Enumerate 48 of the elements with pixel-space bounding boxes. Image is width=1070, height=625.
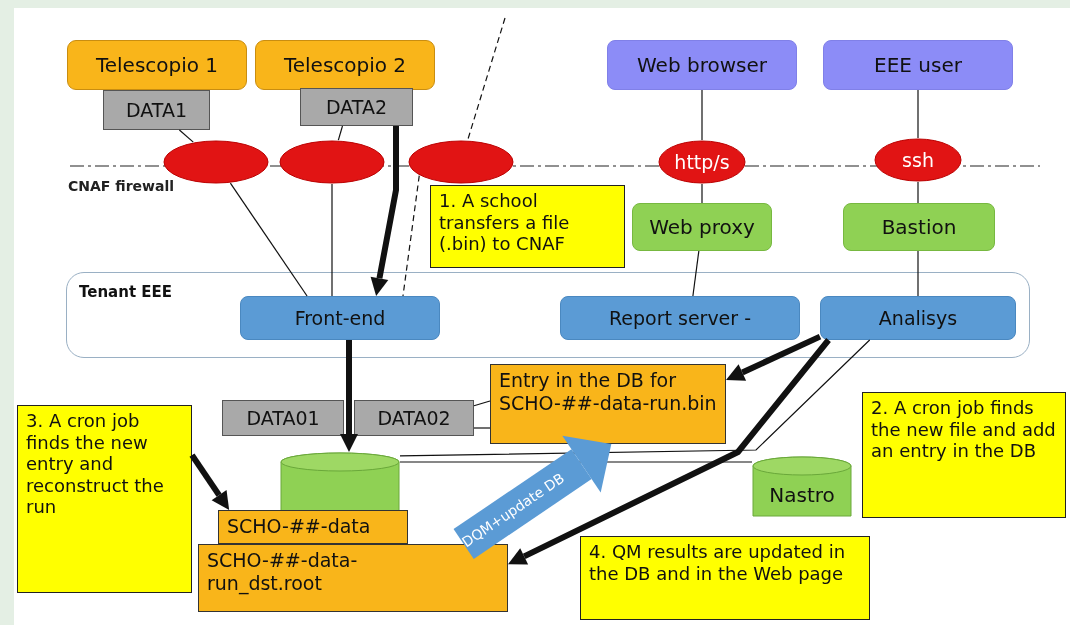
arrow [370,126,399,296]
client-box: Web browser [607,40,797,90]
connector-line [337,125,344,141]
client-box: EEE user [823,40,1013,90]
storage-box: DATA01 [222,400,344,436]
arrow [508,338,831,565]
protocol-ellipse: ssh [874,138,962,182]
connector-line [178,129,194,143]
arrow [189,453,230,510]
connector-line [701,183,703,204]
device-box: Telescopio 2 [255,40,435,90]
note-box: 4. QM results are updated in the DB and in the Web page [580,536,870,620]
storage-box: DATA2 [300,88,413,126]
connector-line [402,174,420,297]
database-cylinder [280,452,400,512]
connector-line [399,339,871,457]
connector-line [701,89,703,141]
service-box: Web proxy [632,203,772,251]
service-box: Bastion [843,203,995,251]
firewall-label: CNAF firewall [68,178,175,194]
connector-line [229,182,308,297]
note-box: 1. A school transfers a file (.bin) to CNAF [430,185,625,268]
server-box: Analisys [820,296,1016,340]
storage-box: DATA1 [103,90,210,130]
file-box: Entry in the DB for SCHO-##-data-run.bin [490,364,726,444]
device-box: Telescopio 1 [67,40,247,90]
connector-line [917,250,919,297]
note-box: 3. A cron job finds the new entry and reconstruct the run [17,405,192,593]
arrow [340,340,358,452]
protocol-ellipse [408,140,514,184]
protocol-ellipse [279,140,385,184]
server-box: Front-end [240,296,440,340]
connector-line [917,181,919,204]
connector-line [473,427,491,429]
storage-box: DATA02 [354,400,474,436]
group-label: Tenant EEE [79,283,173,301]
connector-line [692,250,700,297]
database-cylinder: Nastro [752,456,852,516]
protocol-ellipse: http/s [658,140,746,184]
group-container [66,272,1030,358]
server-box: Report server - [560,296,800,340]
connector-line [917,89,919,139]
connector-line [467,17,506,141]
connector-line [473,400,491,407]
arrow [726,333,822,381]
file-box: SCHO-##-data [218,510,408,544]
connector-line [331,183,333,297]
note-box: 2. A cron job finds the new file and add an entry in the DB [862,392,1066,518]
